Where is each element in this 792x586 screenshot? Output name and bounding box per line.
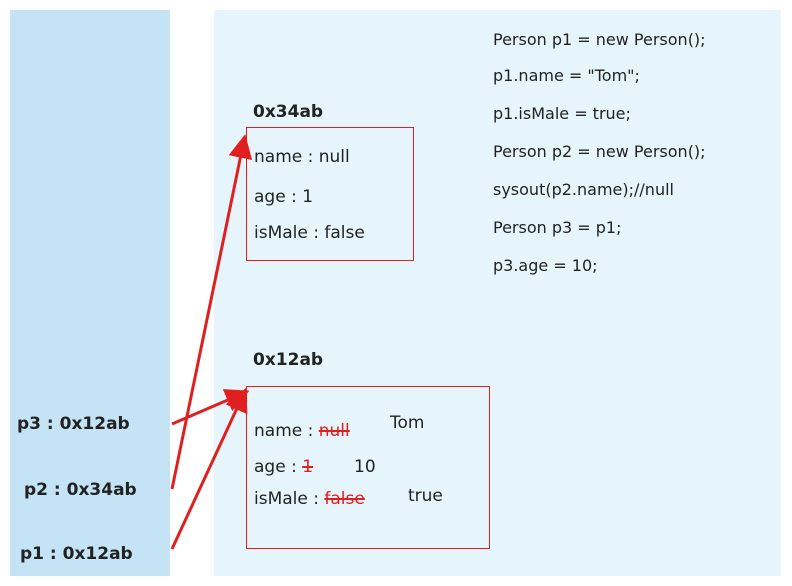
stack-var-p1: p1 : 0x12ab <box>20 544 133 564</box>
old-value: 1 <box>302 457 314 477</box>
old-value: false <box>324 489 365 509</box>
code-line-7: p3.age = 10; <box>493 256 598 275</box>
code-line-1: Person p1 = new Person(); <box>493 30 706 49</box>
new-value-name: Tom <box>390 413 425 433</box>
code-line-2: p1.name = "Tom"; <box>493 66 640 85</box>
stack-var-p3: p3 : 0x12ab <box>17 414 130 434</box>
old-value: null <box>318 421 350 441</box>
heap-area <box>214 10 781 576</box>
code-line-6: Person p3 = p1; <box>493 218 622 237</box>
field-ismale-34ab: isMale : false <box>254 223 365 243</box>
new-value-age: 10 <box>354 457 376 477</box>
field-name-12ab: name : null <box>254 421 350 441</box>
new-value-ismale: true <box>408 486 443 506</box>
object-box-34ab <box>246 127 414 261</box>
arrow-p2-to-34ab <box>170 134 253 490</box>
stack-var-p2: p2 : 0x34ab <box>24 480 137 500</box>
code-line-4: Person p2 = new Person(); <box>493 142 706 161</box>
field-ismale-12ab: isMale : false <box>254 489 365 509</box>
object-address-34ab: 0x34ab <box>253 102 324 122</box>
stack-area <box>10 10 170 576</box>
object-box-12ab <box>246 386 490 549</box>
field-age-12ab: age : 1 <box>254 457 314 477</box>
code-line-5: sysout(p2.name);//null <box>493 180 674 199</box>
arrow-p1-to-12ab <box>170 387 248 550</box>
code-line-3: p1.isMale = true; <box>493 104 631 123</box>
object-address-12ab: 0x12ab <box>253 350 324 370</box>
field-name-34ab: name : null <box>254 147 350 167</box>
field-age-34ab: age : 1 <box>254 187 314 207</box>
